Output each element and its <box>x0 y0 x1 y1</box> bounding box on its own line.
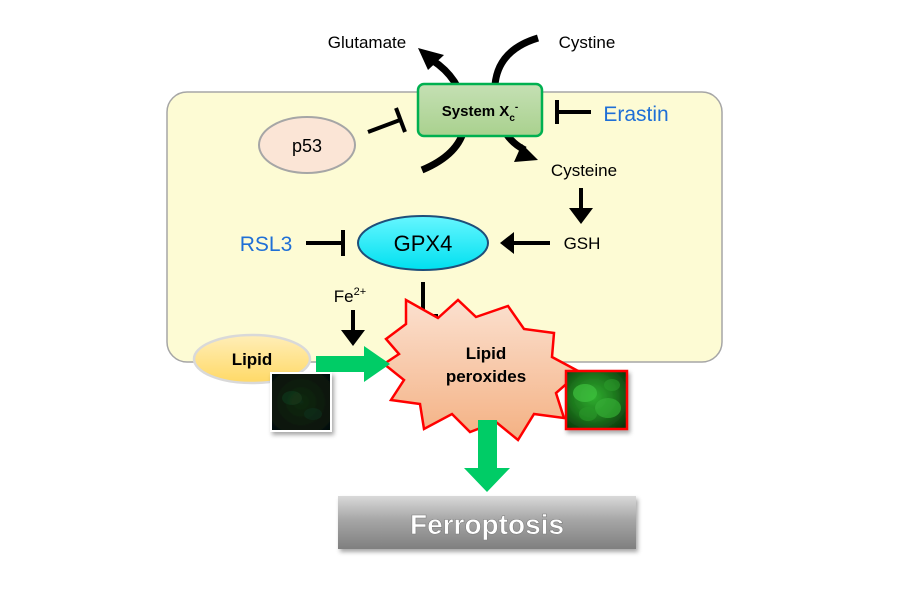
gsh-label: GSH <box>564 234 601 253</box>
lipid-node <box>192 333 312 385</box>
gsh-to-gpx4-arrow <box>500 232 550 254</box>
ferroptosis-box <box>338 496 636 549</box>
lipid-peroxides-burst <box>381 297 583 442</box>
fe-label: Fe2+ <box>334 286 366 306</box>
lipid-peroxides-label-line2: peroxides <box>446 367 526 386</box>
glutamate-label: Glutamate <box>328 33 406 52</box>
rsl3-inhibition-bar <box>306 230 345 256</box>
system-xc-label: System Xc- <box>442 102 518 124</box>
erastin-label: Erastin <box>603 103 668 126</box>
gpx4-node <box>357 215 489 271</box>
rsl3-label: RSL3 <box>240 233 293 256</box>
lipid-label: Lipid <box>232 350 273 369</box>
system-xc-box <box>416 82 544 138</box>
cysteine-to-gsh-arrow <box>569 188 593 224</box>
micrograph-positive-image <box>564 369 629 431</box>
cysteine-label: Cysteine <box>551 161 617 180</box>
erastin-inhibition-bar <box>555 100 591 124</box>
p53-inhibition-bar <box>367 107 407 134</box>
lipid-peroxides-label-line1: Lipid <box>466 344 507 363</box>
glutamate-arrowhead <box>418 48 444 70</box>
micrograph-control-image <box>270 372 332 432</box>
cysteine-arrowhead <box>514 144 538 162</box>
fe-arrow <box>341 310 365 346</box>
lipid-to-peroxides-arrow <box>316 346 390 382</box>
cystine-label: Cystine <box>559 33 616 52</box>
gpx4-label: GPX4 <box>394 231 453 256</box>
p53-label: p53 <box>292 136 322 156</box>
ferroptosis-label: Ferroptosis <box>410 509 564 540</box>
p53-node <box>258 116 356 174</box>
peroxides-to-ferroptosis-arrow <box>464 420 510 492</box>
